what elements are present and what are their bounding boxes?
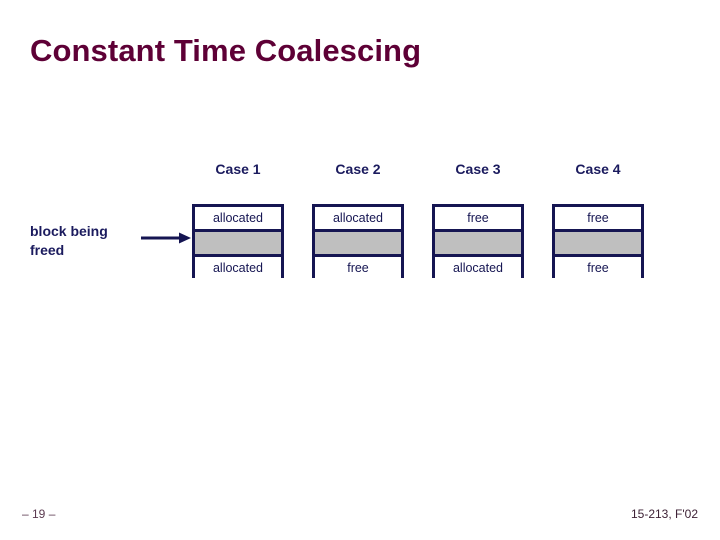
block-row-bottom: allocated [435,257,521,279]
case-header-4: Case 4 [575,161,621,177]
block-being-freed-label-line2: freed [30,242,65,258]
block-being-freed-label-line1: block being [30,223,108,239]
block-row-bottom: allocated [195,257,281,279]
block-being-freed-label: block being freed [30,222,145,260]
block-row-middle-freed [315,232,401,257]
right-arrow-icon [141,232,191,244]
block-diagram-case-4: free free [552,204,644,279]
block-row-top: allocated [195,207,281,232]
block-row-top: free [555,207,641,232]
page-number: – 19 – [22,507,56,521]
block-row-middle-freed [195,232,281,257]
block-diagram-case-1: allocated allocated [192,204,284,279]
case-header-2: Case 2 [335,161,381,177]
block-row-middle-freed [435,232,521,257]
block-row-middle-freed [555,232,641,257]
block-diagram-case-3: free allocated [432,204,524,279]
block-row-top: free [435,207,521,232]
block-row-bottom: free [555,257,641,279]
case-header-3: Case 3 [455,161,501,177]
case-header-1: Case 1 [215,161,261,177]
block-row-bottom: free [315,257,401,279]
block-row-top: allocated [315,207,401,232]
page-title: Constant Time Coalescing [30,33,422,68]
course-tag: 15-213, F'02 [630,507,698,521]
block-diagram-case-2: allocated free [312,204,404,279]
